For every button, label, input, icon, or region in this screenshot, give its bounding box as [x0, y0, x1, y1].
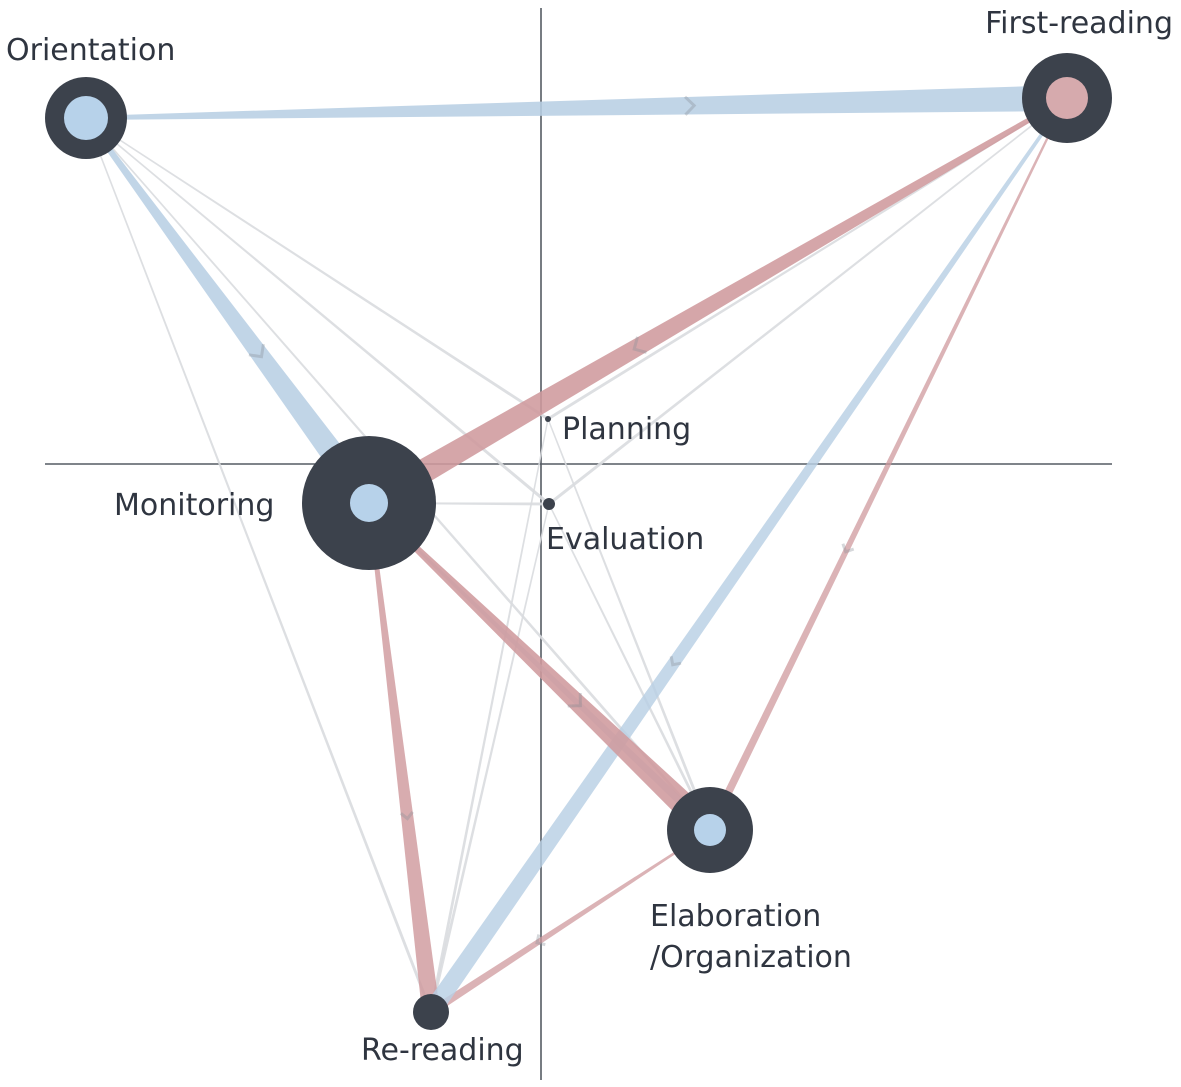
label-monitoring: Monitoring — [114, 488, 274, 523]
edge-orientation-to-evaluation — [85, 117, 550, 506]
node-rereading — [413, 994, 449, 1030]
node-orientation — [45, 77, 127, 159]
edge-first_reading-to-planning — [547, 97, 1068, 421]
direction-chevron — [535, 934, 546, 947]
node-evaluation — [543, 498, 555, 510]
edge-elaboration-to-rereading — [428, 829, 711, 1016]
direction-chevron — [248, 343, 265, 359]
labels-layer: Orientation First-reading Planning Monit… — [6, 6, 1173, 1068]
edge-first_reading-to-monitoring — [362, 96, 1068, 515]
node-first-reading — [1022, 53, 1112, 143]
label-rereading: Re-reading — [361, 1033, 524, 1068]
label-elaboration: Elaboration — [650, 899, 821, 934]
direction-chevron — [399, 810, 414, 821]
edge-planning-to-rereading — [429, 418, 549, 1013]
edge-first_reading-to-evaluation — [548, 97, 1068, 506]
node-ring — [545, 416, 551, 422]
node-monitoring — [302, 436, 436, 570]
node-ring — [543, 498, 555, 510]
node-planning — [545, 416, 551, 422]
direction-chevron — [567, 692, 582, 708]
edge-first_reading-to-elaboration — [706, 97, 1068, 832]
edge-evaluation-to-elaboration — [548, 503, 712, 831]
edge-orientation-to-planning — [85, 117, 549, 421]
node-ring — [413, 994, 449, 1030]
edge-orientation-to-monitoring — [84, 116, 380, 511]
edge-monitoring-to-rereading — [367, 502, 440, 1014]
label-planning: Planning — [562, 412, 691, 447]
direction-chevron — [683, 95, 697, 116]
node-elaboration — [667, 787, 753, 873]
edge-monitoring-to-elaboration — [367, 501, 719, 840]
direction-chevron — [841, 543, 855, 554]
label-orientation: Orientation — [6, 33, 175, 68]
node-core — [694, 814, 726, 846]
edge-evaluation-to-rereading — [429, 503, 550, 1013]
label-organization: /Organization — [650, 940, 852, 975]
nodes-layer — [45, 53, 1112, 1030]
edge-planning-to-elaboration — [547, 418, 712, 831]
node-core — [1046, 77, 1088, 119]
direction-chevron — [632, 336, 647, 354]
edge-orientation-to-first-reading — [86, 85, 1068, 120]
node-core — [64, 96, 108, 140]
axes — [45, 8, 1112, 1080]
edge-first_reading-to-rereading — [423, 97, 1069, 1018]
direction-chevron — [669, 656, 682, 667]
node-core — [350, 484, 388, 522]
edge-orientation-to-rereading — [85, 117, 433, 1013]
label-first-reading: First-reading — [985, 6, 1173, 41]
label-evaluation: Evaluation — [546, 522, 704, 557]
